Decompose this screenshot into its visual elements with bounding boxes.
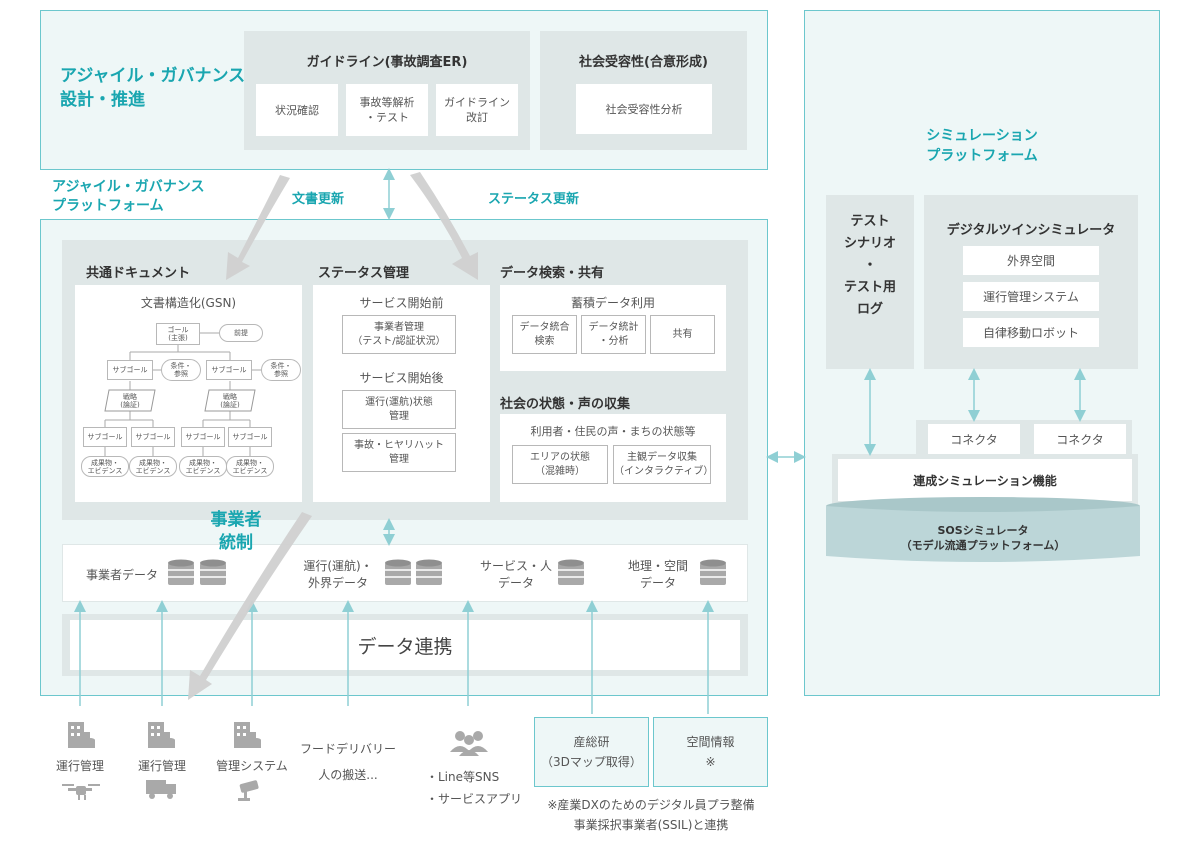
external-space: 外界空間 [963,246,1099,275]
gsn-subgoal: サブゴール [107,360,153,380]
operation-system: 運行管理システム [963,282,1099,311]
sos-simulator: SOSシミュレータ （モデル流通プラットフォーム） [900,524,1066,552]
data-source-operation: 運行(運航)・ 外界データ [303,559,373,590]
gsn-subgoal: サブゴール [83,427,127,447]
gsn-strategy: 戦略 (論証) [220,392,240,409]
digital-twin-title: デジタルツインシミュレータ [946,222,1116,238]
subjective-data: 主観データ収集 （インタラクティブ） [613,445,713,484]
scenario-panel [826,195,914,369]
data-source-operator: 事業者データ [85,567,158,582]
gsn-condition: 条件・ 参照 [261,359,301,381]
connector-right: コネクタ [1034,424,1126,454]
guideline-step-3: ガイドライン 改訂 [436,84,518,136]
data-source-service: サービス・人 データ [479,559,552,590]
common-docs-title: 共通ドキュメント [86,266,191,281]
gsn-subgoal: サブゴール [206,360,252,380]
gsn-evidence: 成果物・ エビデンス [81,456,129,477]
source-management-system: 管理システム [216,758,288,773]
data-search-title: データ検索・共有 [500,266,605,281]
status-mgmt-title: ステータス管理 [318,266,410,281]
gsn-evidence: 成果物・ エビデンス [179,456,227,477]
drone-icon [62,784,100,800]
connector-left: コネクタ [928,424,1020,454]
source-operation-truck: 運行管理 [137,758,186,773]
autonomous-robot: 自律移動ロボット [963,318,1099,347]
platform-title: アジャイル・ガバナンス プラットフォーム [52,179,205,214]
data-statistics: データ統計 ・分析 [581,315,646,354]
incident-management: 事故・ヒヤリハット 管理 [342,433,456,472]
aist-3d-map: 産総研 （3Dマップ取得） [534,717,649,787]
data-source-geo: 地理・空間 データ [627,559,688,590]
stored-data-title: 蓄積データ利用 [570,295,655,310]
integrated-search: データ統合 検索 [512,315,577,354]
gsn-goal: ゴール (主張) [156,323,200,345]
test-scenario: テスト シナリオ ・ テスト用 ログ [843,214,896,317]
source-delivery: フードデリバリー 人の搬送... [300,742,397,782]
guideline-step-1: 状況確認 [256,84,338,136]
federated-sim-label: 連成シミュレーション機能 [913,473,1057,488]
governance-design-title: アジャイル・ガバナンス 設計・推進 [60,66,246,110]
guideline-title: ガイドライン(事故調査ER) [306,54,468,70]
spatial-info: 空間情報 ※ [653,717,768,787]
gsn-premise: 前提 [219,324,263,342]
area-status: エリアの状態 （混雑時） [512,445,608,484]
operator-management: 事業者管理 （テスト/認証状況） [342,315,456,354]
camera-icon [238,780,259,801]
people-icon [450,731,488,756]
source-operation-drone: 運行管理 [55,758,104,773]
building-icon [234,722,261,748]
building-icon [148,722,175,748]
gsn-condition: 条件・ 参照 [161,359,201,381]
data-share: 共有 [650,315,715,354]
data-link-label: データ連携 [357,635,453,658]
gsn-title: 文書構造化(GSN) [140,295,237,310]
doc-update-label: 文書更新 [292,192,345,207]
acceptance-title: 社会受容性(合意形成) [579,54,708,70]
gsn-subgoal: サブゴール [131,427,175,447]
social-title: 社会の状態・声の収集 [500,397,631,412]
gsn-strategy: 戦略 (論証) [120,392,140,409]
data-link-inner [70,620,740,670]
footnote: ※産業DXのためのデジタル員プラ整備 事業採択事業者(SSIL)と連携 [547,798,755,832]
building-icon [68,722,95,748]
gsn-subgoal: サブゴール [181,427,225,447]
gsn-subgoal: サブゴール [228,427,272,447]
acceptance-analysis: 社会受容性分析 [576,84,712,134]
guideline-step-2: 事故等解析 ・テスト [346,84,428,136]
operation-status-management: 運行(運航)状態 管理 [342,390,456,429]
source-sns: ・Line等SNS ・サービスアプリ [426,770,523,806]
gsn-evidence: 成果物・ エビデンス [129,456,177,477]
status-update-label: ステータス更新 [488,192,580,207]
simulation-title: シミュレーション プラットフォーム [926,128,1038,164]
social-subtitle: 利用者・住民の声・まちの状態等 [530,424,696,438]
service-after-title: サービス開始後 [359,370,444,385]
gsn-evidence: 成果物・ エビデンス [226,456,274,477]
truck-icon [146,780,176,799]
operator-control-label: 事業者 統制 [210,510,262,553]
service-before-title: サービス開始前 [359,295,444,310]
federated-sim [838,459,1132,501]
